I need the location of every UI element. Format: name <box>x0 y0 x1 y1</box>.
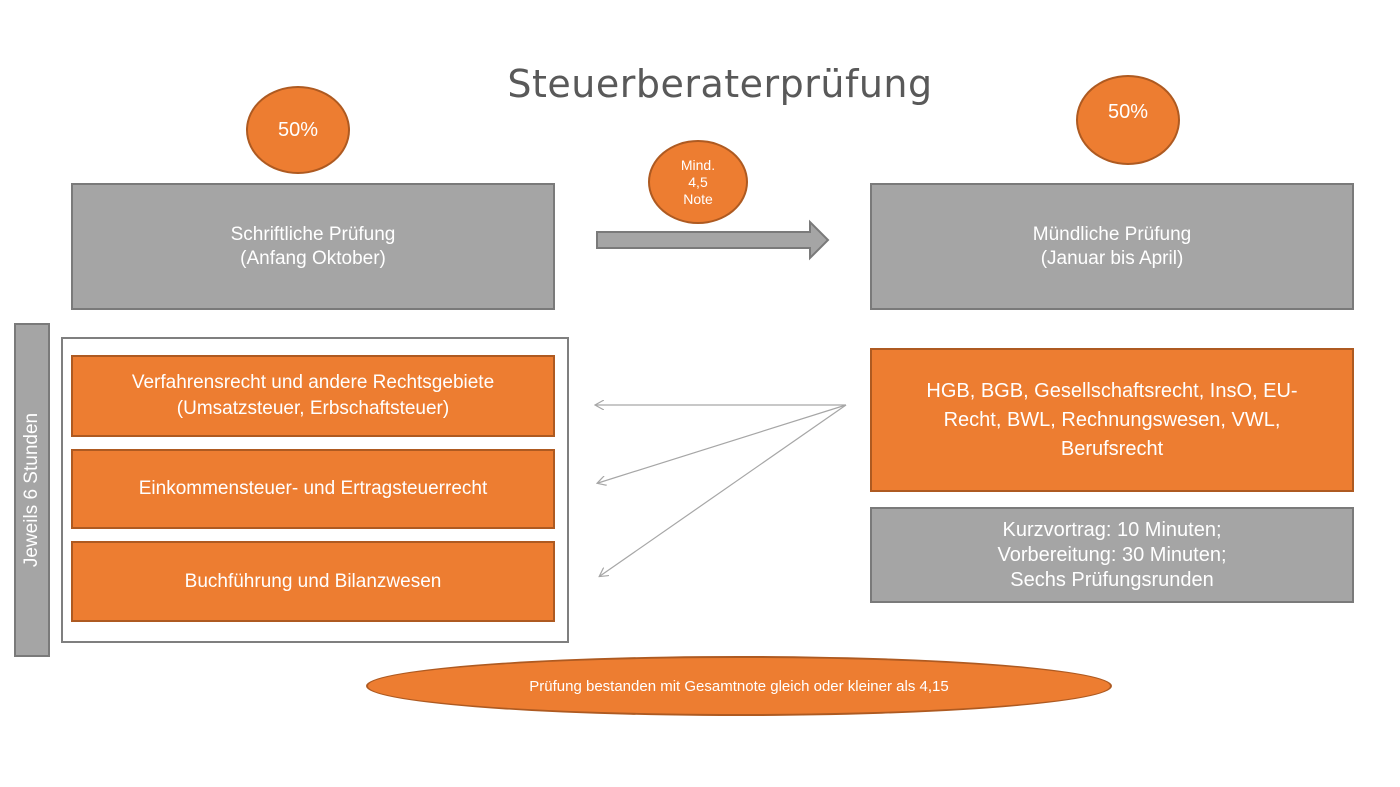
page-title: Steuerberaterprüfung <box>507 62 933 106</box>
result-label: Prüfung bestanden mit Gesamtnote gleich … <box>529 677 949 695</box>
oral-format-box: Kurzvortrag: 10 Minuten; Vorbereitung: 3… <box>870 507 1354 603</box>
oral-exam-box: Mündliche Prüfung (Januar bis April) <box>870 183 1354 310</box>
block-arrow-icon <box>596 219 830 261</box>
min-grade-line3: Note <box>683 190 713 207</box>
subject-income-tax: Einkommensteuer- und Ertragsteuerrecht <box>71 449 555 529</box>
duration-bar <box>14 323 50 657</box>
arrow-to-income-tax <box>598 404 847 483</box>
subject-procedural-law: Verfahrensrecht und andere Rechtsgebiete… <box>71 355 555 437</box>
min-grade-circle: Mind. 4,5 Note <box>648 140 748 224</box>
oral-subjects-line1: HGB, BGB, Gesellschaftsrecht, InsO, EU- <box>926 379 1298 402</box>
subject-procedural-law-detail: (Umsatzsteuer, Erbschaftsteuer) <box>176 398 450 419</box>
min-grade-line1: Mind. <box>680 156 716 173</box>
written-exam-title: Schriftliche Prüfung <box>230 223 396 245</box>
subject-bookkeeping: Buchführung und Bilanzwesen <box>71 541 555 622</box>
arrow-to-bookkeeping <box>600 404 847 576</box>
oral-subjects-box: HGB, BGB, Gesellschaftsrecht, InsO, EU- … <box>870 348 1354 492</box>
written-exam-box: Schriftliche Prüfung (Anfang Oktober) <box>71 183 555 310</box>
oral-subjects-line3: Berufsrecht <box>1060 437 1164 460</box>
result-ellipse: Prüfung bestanden mit Gesamtnote gleich … <box>366 656 1112 716</box>
oral-weight-label: 50% <box>1107 100 1149 123</box>
oral-format-line2: Vorbereitung: 30 Minuten; <box>997 543 1227 566</box>
subject-procedural-law-title: Verfahrensrecht und andere Rechtsgebiete <box>131 372 495 393</box>
subject-income-tax-title: Einkommensteuer- und Ertragsteuerrecht <box>138 478 488 499</box>
oral-exam-title: Mündliche Prüfung <box>1032 223 1192 245</box>
min-grade-line2: 4,5 <box>688 173 708 190</box>
written-weight-circle: 50% <box>246 86 350 174</box>
oral-subjects-line2: Recht, BWL, Rechnungswesen, VWL, <box>943 408 1281 431</box>
written-weight-label: 50% <box>277 118 319 141</box>
subject-bookkeeping-title: Buchführung und Bilanzwesen <box>184 570 442 592</box>
oral-weight-circle: 50% <box>1076 75 1180 165</box>
oral-format-line1: Kurzvortrag: 10 Minuten; <box>1002 518 1222 541</box>
oral-format-line3: Sechs Prüfungsrunden <box>1010 568 1214 591</box>
oral-exam-period: (Januar bis April) <box>1040 247 1184 269</box>
written-exam-period: (Anfang Oktober) <box>240 247 386 269</box>
